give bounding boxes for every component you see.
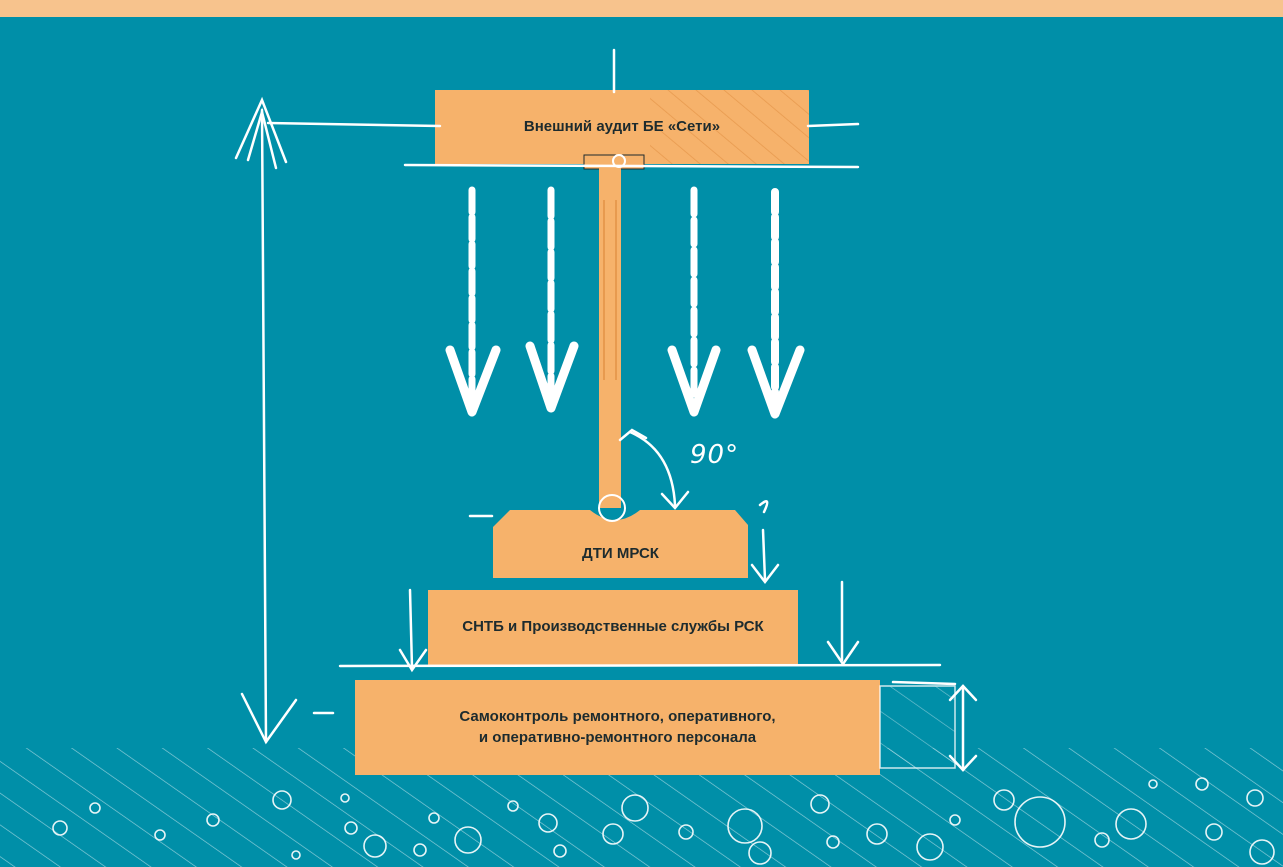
angle-label: 90° <box>690 440 740 470</box>
block-dti-mrsk <box>493 510 748 578</box>
label-external-audit: Внешний аудит БЕ «Сети» <box>523 117 721 135</box>
ground <box>0 748 1283 867</box>
joint-ring <box>598 494 626 522</box>
sketch-lines <box>234 48 978 772</box>
down-arrow <box>445 186 501 417</box>
top-band <box>0 0 1283 17</box>
rod <box>599 168 621 508</box>
pressure-arrows <box>445 186 805 419</box>
block-self-control <box>355 680 880 775</box>
label-dti-mrsk: ДТИ МРСК <box>582 544 659 562</box>
down-arrow <box>667 186 721 417</box>
down-arrow <box>525 186 579 413</box>
label-sntb: СНТБ и Производственные службы РСК <box>462 618 764 636</box>
label-self-control: Самоконтроль ремонтного, оперативного, и… <box>459 708 776 746</box>
block-sntb <box>428 590 798 665</box>
block-external-audit <box>435 90 809 164</box>
down-arrow <box>747 188 805 419</box>
